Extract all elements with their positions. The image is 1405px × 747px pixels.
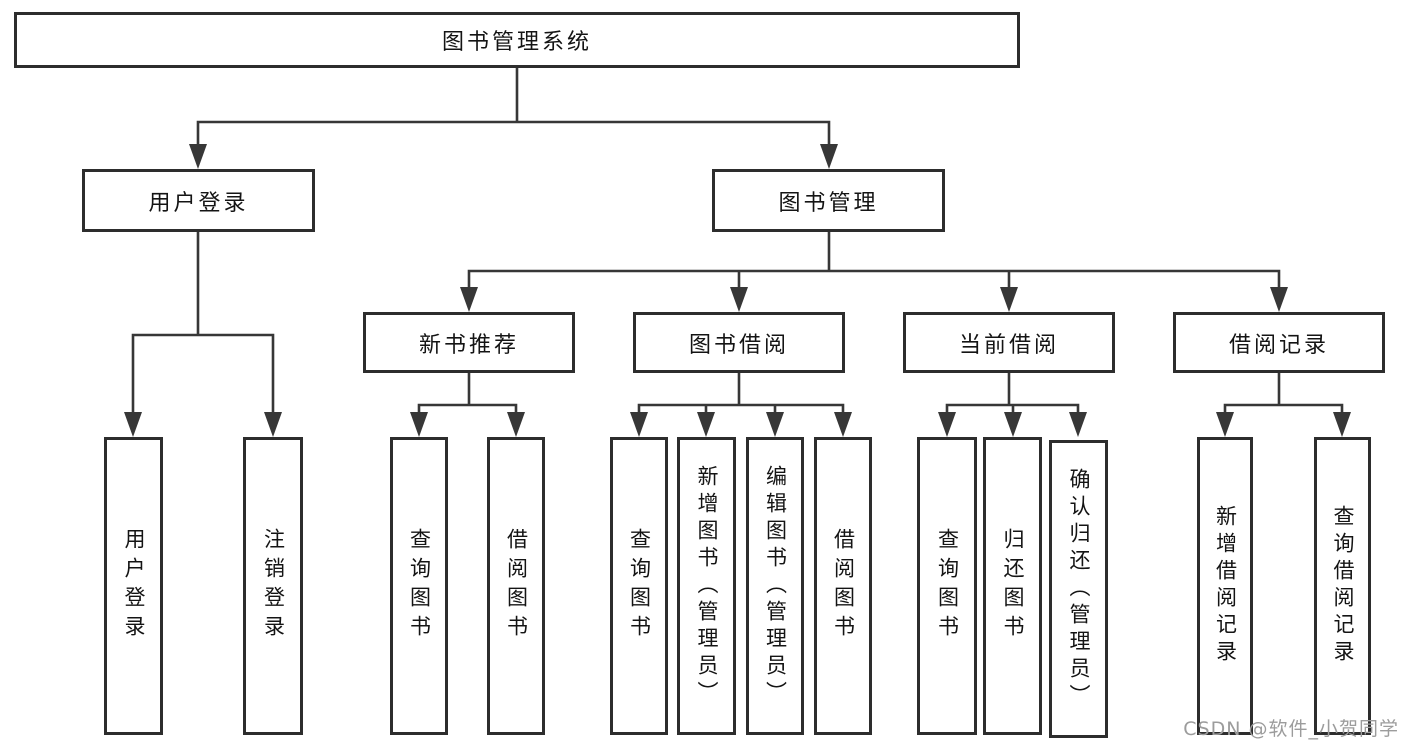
node-user-login: 用户登录 bbox=[82, 169, 315, 232]
node-leaf-borrow-books-recommend: 借阅图书 bbox=[487, 437, 545, 735]
node-new-book-recommend: 新书推荐 bbox=[363, 312, 575, 373]
node-leaf-return-books: 归还图书 bbox=[983, 437, 1042, 735]
node-leaf-add-borrow-record-label: 新增借阅记录 bbox=[1213, 505, 1238, 667]
node-leaf-query-books-borrow: 查询图书 bbox=[610, 437, 668, 735]
node-leaf-query-books-recommend: 查询图书 bbox=[390, 437, 448, 735]
node-leaf-query-books-current: 查询图书 bbox=[917, 437, 977, 735]
node-leaf-query-borrow-record: 查询借阅记录 bbox=[1314, 437, 1371, 735]
node-leaf-confirm-return-admin: 确认归还（管理员） bbox=[1049, 440, 1108, 738]
node-leaf-add-book-admin-label: 新增图书（管理员） bbox=[695, 464, 719, 708]
node-borrow-records: 借阅记录 bbox=[1173, 312, 1385, 373]
node-leaf-query-books-current-label: 查询图书 bbox=[935, 528, 960, 644]
node-leaf-add-borrow-record: 新增借阅记录 bbox=[1197, 437, 1253, 735]
node-root-label: 图书管理系统 bbox=[441, 30, 592, 55]
node-leaf-confirm-return-admin-label: 确认归还（管理员） bbox=[1067, 467, 1091, 711]
node-leaf-edit-book-admin: 编辑图书（管理员） bbox=[746, 437, 804, 735]
node-leaf-borrow-books-recommend-label: 借阅图书 bbox=[504, 528, 529, 644]
node-leaf-query-books-recommend-label: 查询图书 bbox=[407, 528, 432, 644]
node-borrow-records-label: 借阅记录 bbox=[1228, 332, 1329, 358]
node-current-borrow-label: 当前借阅 bbox=[958, 332, 1059, 358]
node-leaf-borrow-books-borrow-label: 借阅图书 bbox=[831, 528, 856, 644]
node-leaf-edit-book-admin-label: 编辑图书（管理员） bbox=[763, 464, 788, 708]
node-leaf-return-books-label: 归还图书 bbox=[1001, 528, 1025, 644]
node-current-borrow: 当前借阅 bbox=[903, 312, 1115, 373]
node-new-book-recommend-label: 新书推荐 bbox=[418, 332, 519, 358]
node-leaf-user-login-label: 用户登录 bbox=[122, 528, 146, 644]
node-leaf-query-borrow-record-label: 查询借阅记录 bbox=[1331, 505, 1355, 667]
node-leaf-logout: 注销登录 bbox=[243, 437, 303, 735]
node-root-library-system: 图书管理系统 bbox=[14, 12, 1020, 68]
node-leaf-query-books-borrow-label: 查询图书 bbox=[627, 528, 652, 644]
node-leaf-logout-label: 注销登录 bbox=[261, 528, 286, 644]
node-leaf-user-login: 用户登录 bbox=[104, 437, 163, 735]
node-book-borrow-label: 图书借阅 bbox=[688, 332, 789, 358]
node-leaf-borrow-books-borrow: 借阅图书 bbox=[814, 437, 872, 735]
node-leaf-add-book-admin: 新增图书（管理员） bbox=[677, 437, 736, 735]
node-book-management: 图书管理 bbox=[712, 169, 945, 232]
node-book-management-label: 图书管理 bbox=[778, 190, 879, 216]
node-user-login-label: 用户登录 bbox=[148, 190, 249, 216]
node-book-borrow: 图书借阅 bbox=[633, 312, 845, 373]
csdn-watermark: CSDN @软件_小贺同学 bbox=[1183, 718, 1399, 740]
